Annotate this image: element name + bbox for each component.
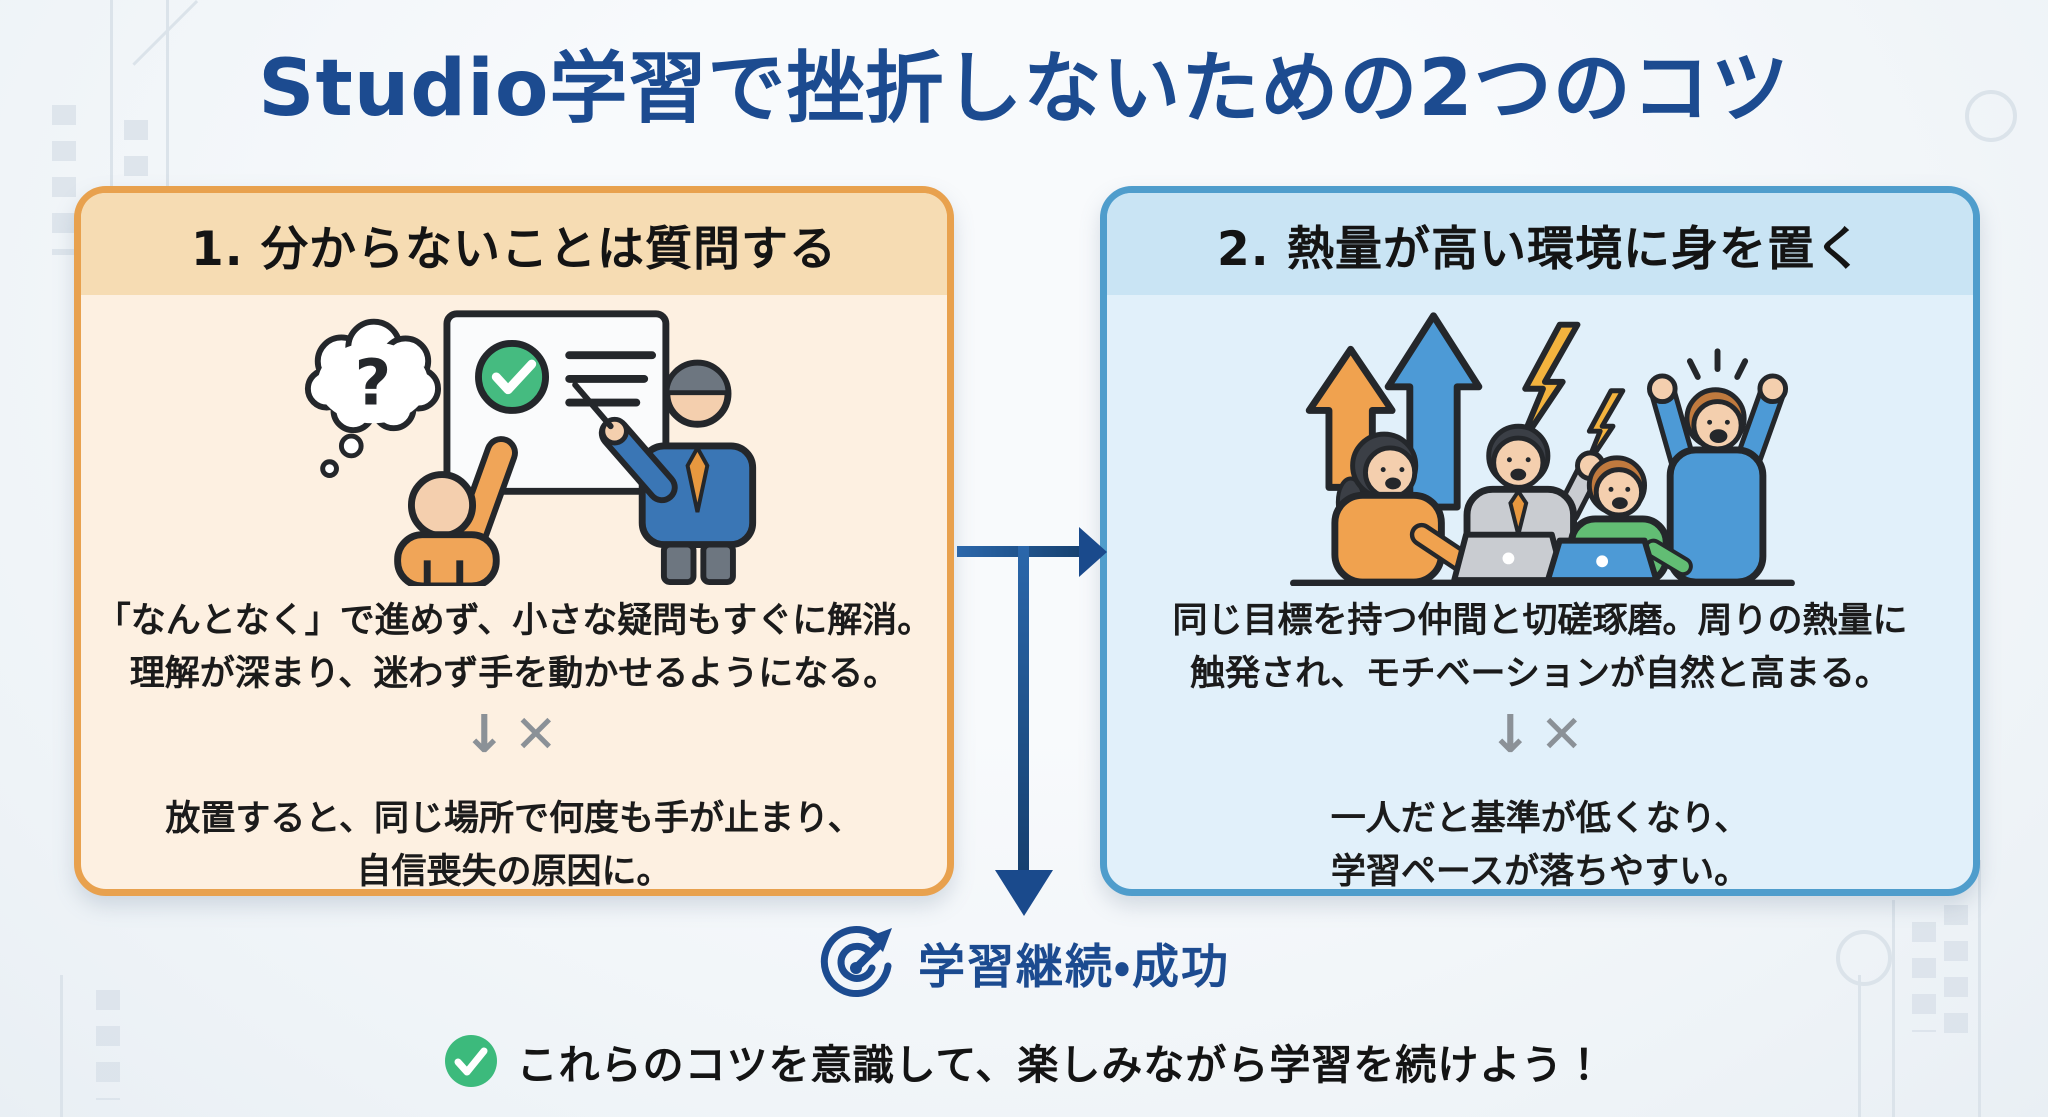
team-energy-illustration <box>1289 312 1795 586</box>
lightning-icon <box>1515 321 1626 471</box>
footer-message-row: これらのコツを意識して、楽しみながら学習を続けよう！ <box>0 1026 2048 1096</box>
flow-arrow-vertical <box>1018 546 1029 872</box>
result-row: 学習継続・成功 <box>0 920 2048 1004</box>
page-title: Studio学習で挫折しないための2つのコツ <box>258 44 1790 134</box>
description-line: 理解が深まり、迷わず手を動かせるようになる。 <box>129 653 899 694</box>
thought-bubble-question-icon: ? <box>304 318 442 479</box>
check-circle-icon <box>444 1035 497 1087</box>
student-figure <box>394 436 518 586</box>
tip-card-2-description: 同じ目標を持つ仲間と切磋琢磨。周りの熱量に 触発され、モチベーションが自然と高ま… <box>1107 595 1973 700</box>
svg-text:?: ? <box>355 346 392 420</box>
tip-card-1-description: 「なんとなく」で進めず、小さな疑問もすぐに解消。 理解が深まり、迷わず手を動かせ… <box>81 595 947 700</box>
tip-card-1: 1. 分からないことは質問する <box>74 186 954 896</box>
cheering-figure <box>1647 348 1789 586</box>
flow-arrow-vertical-head <box>995 870 1053 916</box>
tip-card-2-header: 2. 熱量が高い環境に身を置く <box>1107 193 1973 295</box>
down-arrow-cross-mark: ↓✕ <box>462 705 566 765</box>
description-line: 触発され、モチベーションが自然と高まる。 <box>1190 653 1890 694</box>
tip-card-2-illustration <box>1107 297 1973 589</box>
laptop-icon <box>1451 531 1660 584</box>
description-line: 「なんとなく」で進めず、小さな疑問もすぐに解消。 <box>95 601 933 641</box>
tip-card-2: 2. 熱量が高い環境に身を置く <box>1100 186 1980 896</box>
tip-card-1-risk: 放置すると、同じ場所で何度も手が止まり、 自信喪失の原因に。 <box>81 793 947 898</box>
student-question-teacher-illustration: ? <box>304 310 757 586</box>
teacher-figure <box>572 359 757 586</box>
footer-message: これらのコツを意識して、楽しみながら学習を続けよう！ <box>516 1041 1606 1089</box>
risk-line: 一人だと基準が低くなり、 <box>1330 799 1750 839</box>
risk-line: 自信喪失の原因に。 <box>356 851 672 892</box>
description-line: 同じ目標を持つ仲間と切磋琢磨。周りの熱量に <box>1172 601 1908 641</box>
risk-line: 放置すると、同じ場所で何度も手が止まり、 <box>165 799 863 839</box>
risk-line: 学習ペースが落ちやすい。 <box>1330 851 1750 892</box>
target-arrow-icon <box>820 926 892 998</box>
down-arrow-cross-mark: ↓✕ <box>1488 705 1592 765</box>
tip-card-2-risk: 一人だと基準が低くなり、 学習ペースが落ちやすい。 <box>1107 793 1973 898</box>
tip-card-1-header: 1. 分からないことは質問する <box>81 193 947 295</box>
tip-card-1-illustration: ? <box>81 297 947 589</box>
result-label: 学習継続・成功 <box>918 939 1230 995</box>
flow-arrow-horizontal-head <box>1079 527 1107 577</box>
